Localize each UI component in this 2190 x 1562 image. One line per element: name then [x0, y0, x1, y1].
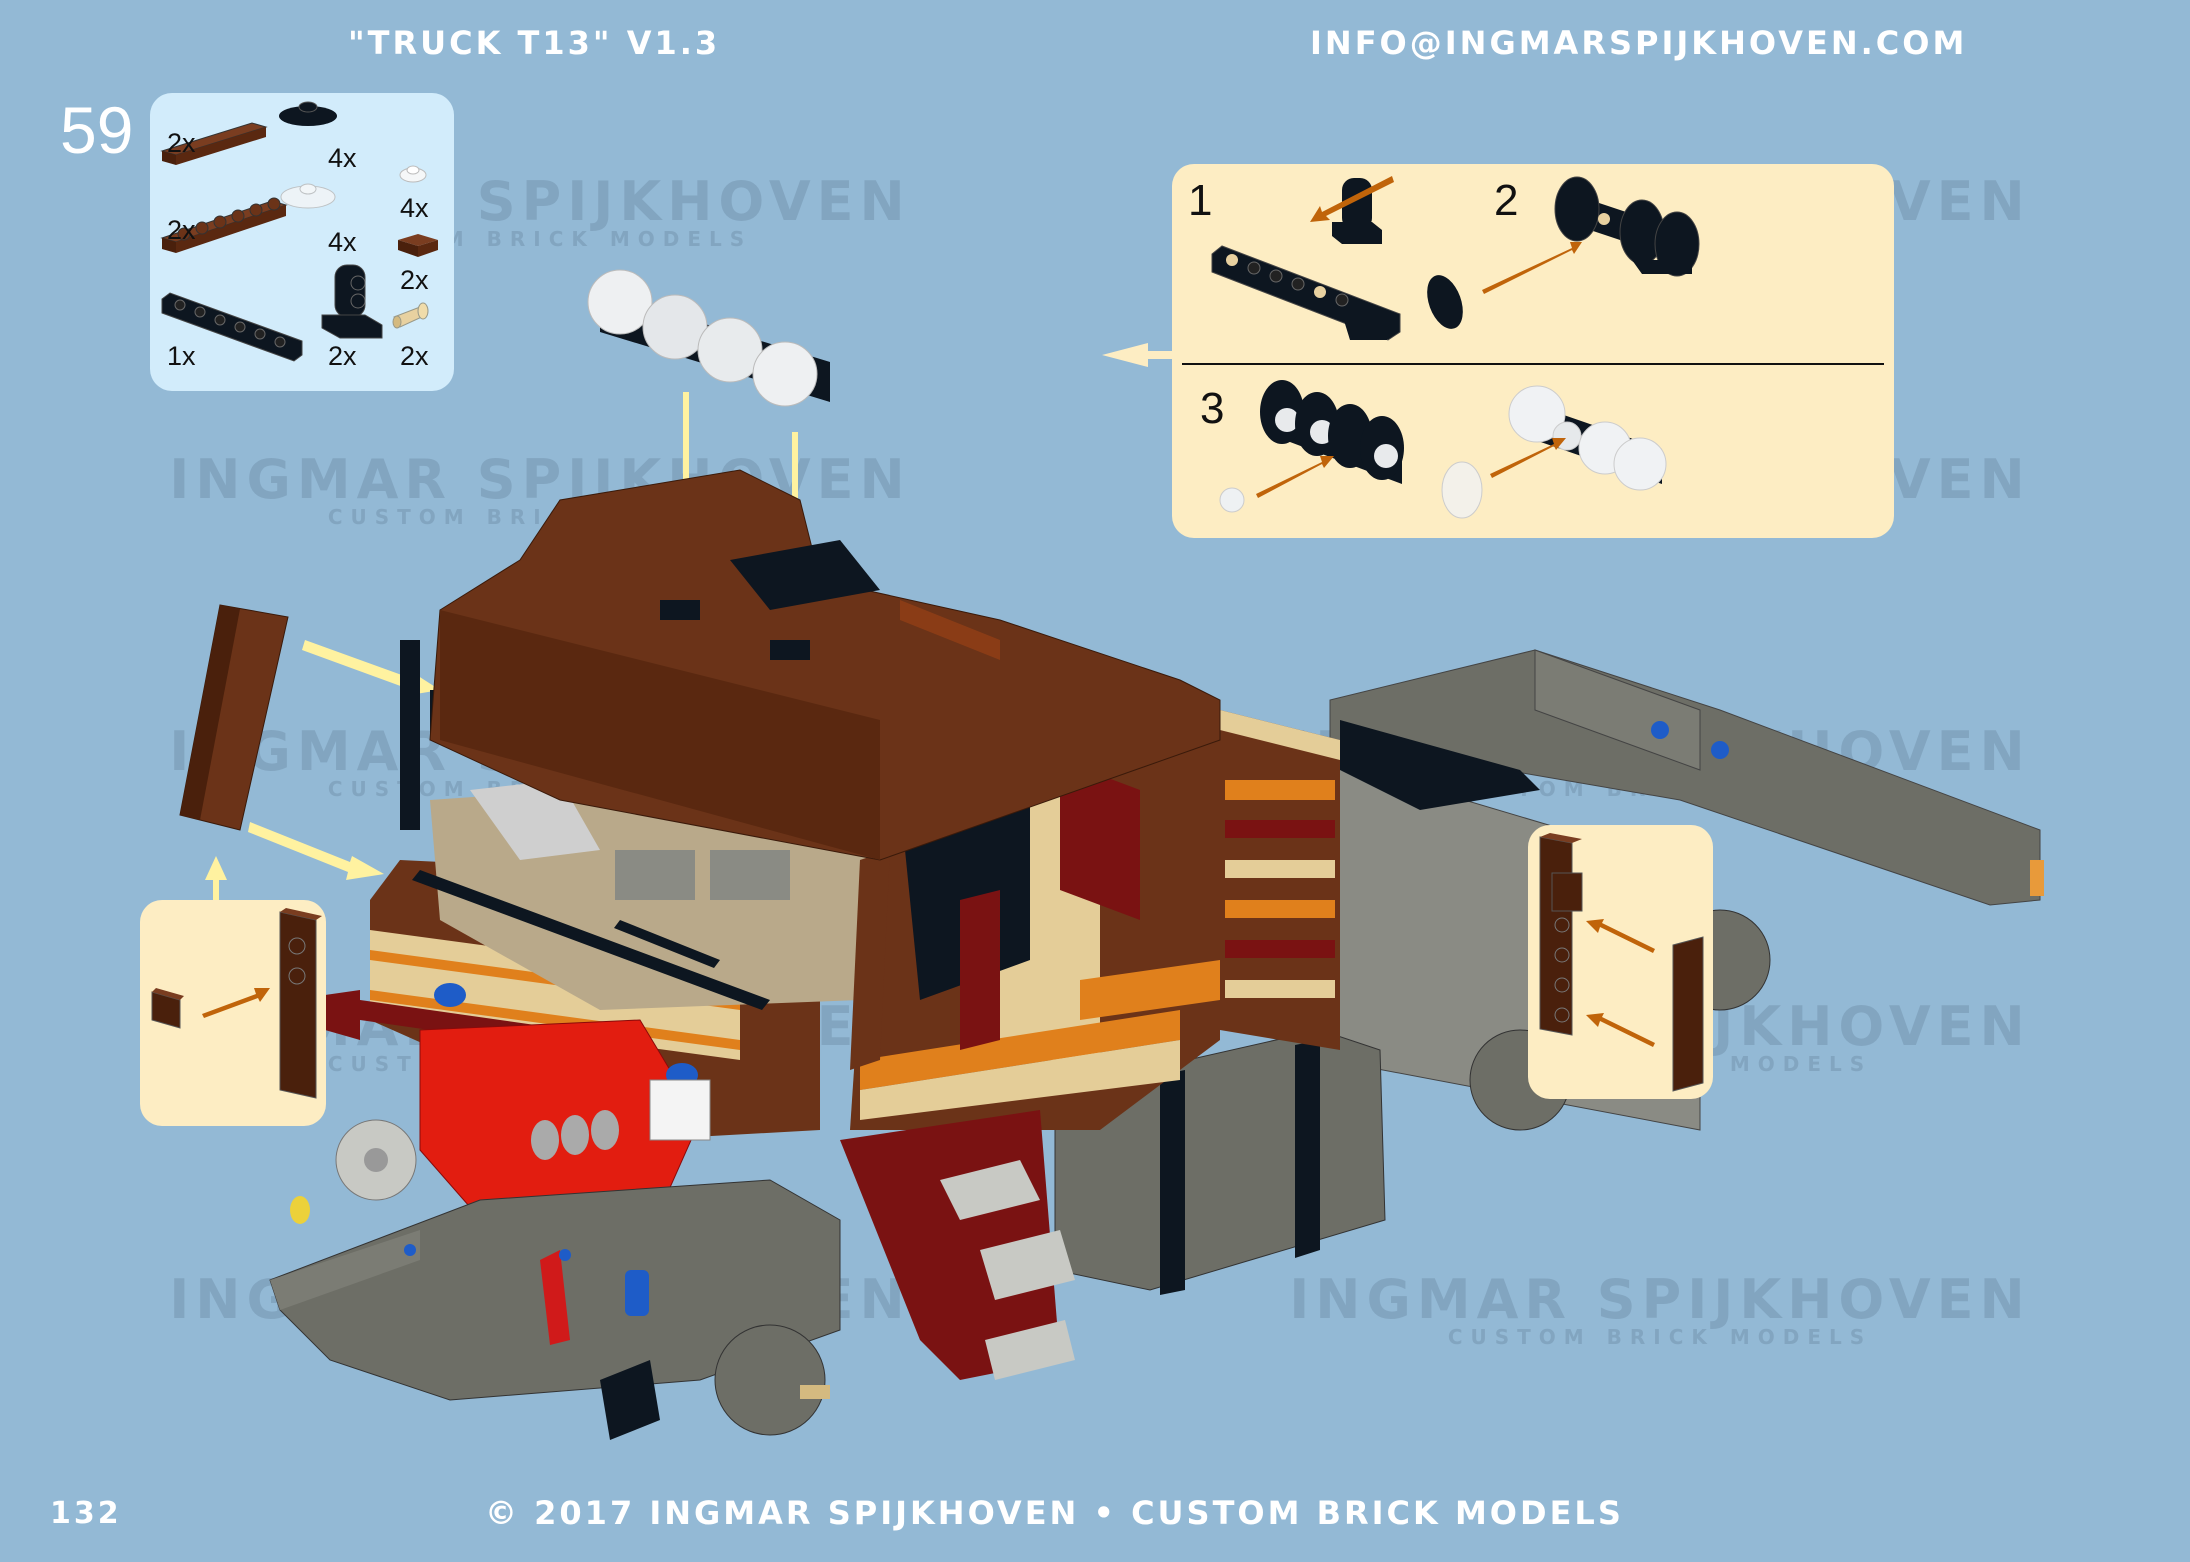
assembly-arrow-icon	[202, 988, 270, 1018]
callout-left-panel	[140, 900, 326, 1126]
contact-email: INFO@INGMARSPIJKHOVEN.COM	[1310, 24, 1968, 62]
footer-copyright: © 2017 INGMAR SPIJKHOVEN • CUSTOM BRICK …	[485, 1494, 1624, 1532]
assembly-arrow-icon	[1482, 242, 1582, 294]
assembly-arrow-icon	[1256, 456, 1334, 498]
sub-assembly-illustrations	[1211, 176, 1700, 519]
assembly-arrow-icon	[1586, 1013, 1655, 1047]
watermark: INGMAR SPIJKHOVEN CUSTOM BRICK MODELS	[1260, 1268, 2060, 1349]
part-qty: 2x	[167, 215, 196, 245]
sub-step-label: 3	[1200, 384, 1225, 433]
page-number: 132	[50, 1496, 122, 1531]
part-qty: 4x	[328, 143, 357, 173]
watermark-tagline: CUSTOM BRICK MODELS	[1447, 1325, 1873, 1349]
black-technic-beam-icon	[161, 292, 303, 362]
tan-pin-icon	[392, 302, 429, 329]
callout-right-panel	[1528, 825, 1713, 1099]
cab-steps	[840, 1110, 1075, 1380]
brown-tile-icon	[160, 122, 268, 165]
part-qty: 2x	[328, 341, 357, 371]
step-number: 59	[60, 93, 134, 167]
clear-round-plate-icon	[1219, 487, 1245, 513]
part-qty: 1x	[167, 341, 196, 371]
sub-step-divider	[1182, 363, 1884, 365]
beam-with-pins-icon	[1211, 245, 1401, 341]
sub-assembly-pointer-arrow-icon	[1102, 343, 1174, 367]
parts-list-panel: 2x 2x 1x 4x 4x 4x 2x 2x 2x	[150, 93, 454, 391]
light-bar-icon	[1508, 385, 1667, 491]
part-qty: 2x	[400, 341, 429, 371]
assembly-arrow-icon	[1490, 438, 1566, 478]
parts-illustrations	[160, 101, 438, 362]
assembly-arrow-icon	[1310, 176, 1394, 222]
clear-round-plate-small-icon	[399, 165, 427, 183]
brown-plate-icon	[160, 197, 288, 253]
part-qty: 4x	[400, 193, 429, 223]
part-qty: 2x	[167, 128, 196, 158]
sub-step-label: 2	[1494, 176, 1519, 225]
clear-round-plate-icon	[280, 183, 336, 209]
clear-round-plate-icon	[1441, 461, 1483, 519]
document-title: "TRUCK T13" V1.3	[348, 24, 721, 62]
sub-assembly-panel: 1 2 3 4	[1172, 164, 1894, 538]
part-qty: 2x	[400, 265, 429, 295]
assembly-arrow-icon	[1586, 919, 1655, 953]
watermark-name: INGMAR SPIJKHOVEN	[1289, 1268, 2031, 1331]
callout-illustration	[1539, 833, 1704, 1092]
black-connector-block-icon	[321, 264, 383, 339]
light-bar-icon	[587, 269, 830, 407]
black-dish-icon	[279, 101, 337, 126]
black-dish-icon	[1427, 275, 1463, 329]
sub-step-label: 1	[1188, 176, 1213, 225]
engine	[335, 983, 711, 1231]
front-chassis	[269, 1179, 841, 1440]
cab-roof	[429, 469, 1221, 861]
dish-bar-with-lights-icon	[1260, 380, 1404, 484]
part-qty: 4x	[328, 227, 357, 257]
callout-illustration	[151, 908, 322, 1099]
cab-rear-wall	[1220, 710, 1340, 1050]
brown-plate-loose-icon	[179, 604, 289, 831]
brown-tile-small-icon	[398, 234, 438, 257]
dish-bar-icon	[1554, 176, 1700, 277]
